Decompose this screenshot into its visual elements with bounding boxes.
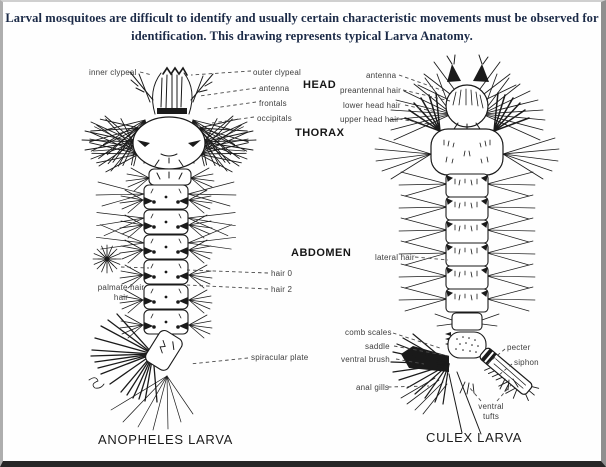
label-occipitals: occipitals [257, 114, 292, 123]
section-label-thorax: THORAX [295, 127, 345, 139]
label-antenna-left: antenna [259, 84, 290, 93]
culex-caption: CULEX LARVA [426, 430, 523, 445]
label-palmate-hair-line1: palmate hair [97, 283, 145, 292]
label-comb-scales: comb scales [345, 328, 392, 337]
label-saddle: saddle [365, 342, 390, 351]
leader-lines [120, 70, 513, 402]
header-line-2: identification. This drawing represents … [131, 29, 473, 43]
label-anal-gills: anal gills [356, 383, 390, 392]
anopheles-drawing [78, 66, 260, 431]
label-ventral-tufts-line2: tufts [482, 412, 500, 421]
larva-illustration [78, 54, 560, 435]
label-spiracular-plate: spiracular plate [251, 353, 309, 362]
culex-drawing [374, 54, 560, 435]
label-outer-clypeal: outer clypeal [253, 68, 301, 77]
label-palmate-hair-line2: hair [113, 293, 129, 302]
label-hair-0: hair 0 [271, 269, 293, 278]
label-lower-head-hair: lower head hair [343, 101, 401, 110]
label-pecter: pecter [507, 343, 531, 352]
label-ventral-brush: ventral brush [341, 355, 390, 364]
anopheles-caption: ANOPHELES LARVA [98, 432, 234, 447]
caption-header: Larval mosquitoes are difficult to ident… [3, 9, 601, 45]
label-preantennal-hair: preantennal hair [340, 86, 402, 95]
label-hair-2: hair 2 [271, 285, 293, 294]
label-inner-clypeal: inner clypeal [89, 68, 137, 77]
label-antenna-right: antenna [366, 71, 397, 80]
label-ventral-tufts-line1: ventral [478, 402, 504, 411]
header-line-1: Larval mosquitoes are difficult to ident… [5, 11, 599, 25]
label-lateral-hair: lateral hair [375, 253, 415, 262]
label-upper-head-hair: upper head hair [340, 115, 400, 124]
section-label-head: HEAD [303, 79, 337, 91]
label-frontals: frontals [259, 99, 287, 108]
section-label-abdomen: ABDOMEN [291, 247, 352, 259]
label-siphon: siphon [514, 358, 539, 367]
